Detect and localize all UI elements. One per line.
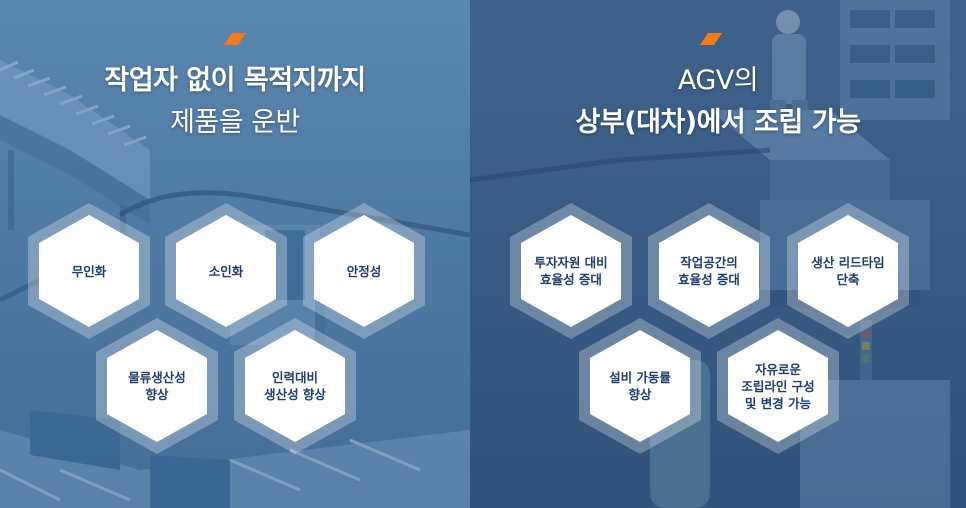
hex-benefit-unmanned: 무인화: [28, 203, 150, 339]
hex-label: 안정성: [346, 263, 382, 279]
left-title-line2: 제품을 운반: [170, 107, 300, 138]
hex-benefit-stability: 안정성: [303, 203, 425, 339]
right-title-line2: 상부(대차)에서 조립 가능: [575, 107, 861, 138]
hex-benefit-logistics-productivity: 물류생산성 향상: [96, 318, 218, 454]
hex-benefit-utilization: 설비 가동률 향상: [579, 318, 701, 454]
hex-label: 작업공간의 효율성 증대: [678, 255, 740, 287]
left-title-line1: 작업자 없이 목적지까지: [104, 65, 366, 96]
hex-label: 투자자원 대비 효율성 증대: [534, 255, 608, 287]
left-panel: 작업자 없이 목적지까지 제품을 운반 무인화 소인화 안정성 물류생산성 향상…: [0, 0, 470, 508]
hex-label: 물류생산성 향상: [128, 370, 186, 402]
hex-benefit-labor-productivity: 인력대비 생산성 향상: [234, 318, 356, 454]
right-title-line1: AGV의: [677, 65, 759, 96]
assembly-worker-illustration: [470, 0, 950, 508]
hex-label: 자유로운 조립라인 구성 및 변경 가능: [741, 361, 815, 411]
hex-benefit-fewer-workers: 소인화: [165, 203, 287, 339]
hex-label: 소인화: [208, 263, 244, 279]
hex-label: 무인화: [71, 263, 107, 279]
hex-label: 생산 리드타임 단축: [811, 255, 885, 287]
hex-label: 인력대비 생산성 향상: [264, 370, 326, 402]
hex-benefit-flexible-line: 자유로운 조립라인 구성 및 변경 가능: [717, 318, 839, 454]
orange-accent-mark: [224, 30, 246, 45]
hex-benefit-workspace-efficiency: 작업공간의 효율성 증대: [648, 203, 770, 339]
orange-accent-mark: [700, 30, 722, 45]
hex-benefit-investment-efficiency: 투자자원 대비 효율성 증대: [510, 203, 632, 339]
hex-benefit-lead-time: 생산 리드타임 단축: [787, 203, 909, 339]
right-panel: AGV의 상부(대차)에서 조립 가능 투자자원 대비 효율성 증대 작업공간의…: [470, 0, 966, 508]
hex-label: 설비 가동률 향상: [609, 370, 671, 402]
